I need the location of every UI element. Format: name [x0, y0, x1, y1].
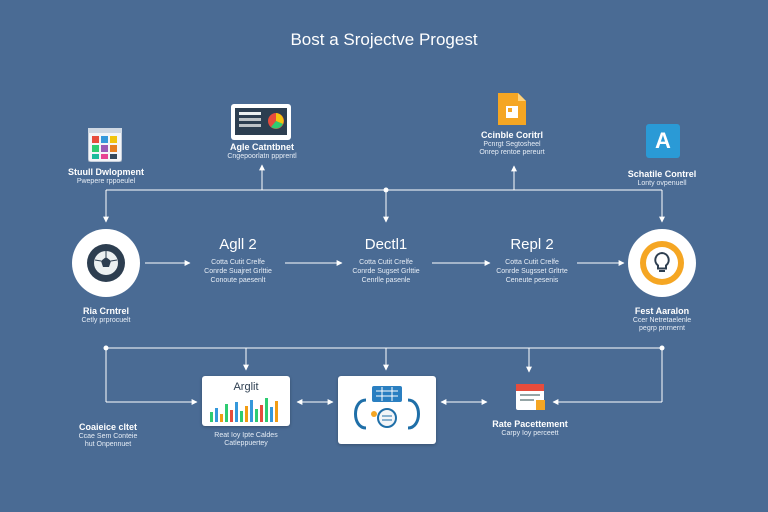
node-subtitle: Cngepoorlatn ppprentl — [227, 152, 297, 160]
middle-node-agile: Agll 2 Cotta Cutit Crelfe Conrde Suajret… — [188, 236, 288, 285]
node-line: hut Onpennuet — [84, 440, 132, 448]
node-title: Agle Catntbnet — [230, 142, 294, 152]
node-line: Carpy Ioy perceett — [501, 429, 559, 437]
card-title: Arglit — [233, 381, 259, 393]
node-line: Cotta Cutit Crelfe — [211, 259, 265, 266]
node-line: Cotta Cutit Crelfe — [359, 259, 413, 266]
app-grid-icon — [88, 128, 122, 162]
letter-a-icon: A — [646, 124, 680, 158]
node-line: Conoute paesenlt — [210, 276, 266, 284]
node-line: Reat Ioy Ipte Caldes — [214, 432, 278, 439]
node-subtitle-2: Onrep rentoe pereurt — [479, 148, 545, 156]
node-line: Ccer Netretaelenle — [632, 316, 692, 324]
node-title: Stuull Dwlopment — [68, 167, 144, 177]
workflow-cycle-icon — [354, 386, 420, 430]
soccer-ball-icon — [87, 244, 125, 282]
node-title: Ccinble Coritrl — [480, 130, 543, 140]
lightbulb-icon — [640, 241, 684, 285]
node-title: Ria Crntrel — [82, 306, 129, 316]
document-icon — [498, 93, 526, 125]
node-subtitle: Pcnrgt Segtosheel — [483, 140, 541, 148]
middle-node-dect: Dectl1 Cotta Cutit Crelfe Conrde Sugset … — [336, 236, 436, 285]
calendar-icon — [516, 384, 545, 410]
node-title: Fest Aaralon — [634, 306, 690, 316]
dashboard-monitor-icon — [231, 104, 291, 140]
bottom-node-workflow — [338, 376, 436, 444]
bar-chart-icon — [210, 398, 278, 422]
node-line: pegrp pnrnernt — [639, 324, 685, 332]
middle-node-repl: Repl 2 Cotta Cutit Crelfe Conrde Sugsset… — [482, 236, 582, 285]
page-title: Bost а Srojectve Progest — [290, 30, 478, 49]
node-title: Agll 2 — [219, 236, 257, 253]
node-line: Conrde Sugsset Grltrte — [496, 267, 568, 275]
node-title: Repl 2 — [510, 236, 554, 253]
node-line: Ceneute pesenis — [505, 276, 559, 284]
node-line: Catleppuertey — [224, 439, 268, 447]
node-subtitle: Pwepere rppoeulel — [76, 177, 136, 185]
node-title: Coaieice cltet — [78, 422, 138, 432]
node-line: Cenrlle pasenle — [361, 276, 411, 284]
node-title: Schatile Contrel — [627, 169, 697, 179]
node-line: Conrde Suajret Grlttie — [204, 267, 272, 275]
node-subtitle: Cetly prprocuelt — [81, 316, 131, 324]
node-title: Dectl1 — [364, 236, 408, 253]
node-line: Conrde Sugset Grlttie — [352, 267, 420, 275]
node-subtitle: Lonty ovpenuell — [637, 179, 687, 187]
bottom-node-coaieice: Coaieice cltet Ccae Sem Conteie hut Onpe… — [58, 422, 158, 448]
node-line: Ccae Sem Conteie — [78, 432, 138, 440]
node-line: Cotta Cutit Crelfe — [505, 259, 559, 266]
node-title: Rate Pacettement — [492, 419, 568, 429]
